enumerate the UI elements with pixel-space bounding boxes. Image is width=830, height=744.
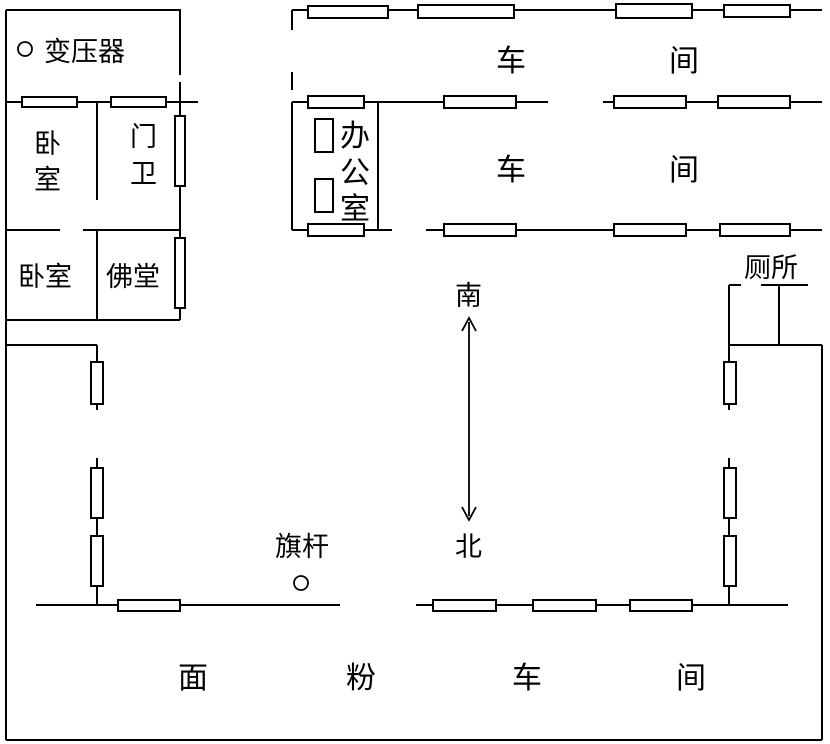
outer-wall bbox=[6, 9, 181, 75]
flour-workshop-label: 间 bbox=[676, 661, 706, 696]
window bbox=[90, 467, 104, 519]
bedroom-2-label: 卧室 bbox=[18, 262, 72, 293]
window bbox=[417, 4, 515, 19]
walls bbox=[5, 9, 823, 741]
flour-workshop-label: 面 bbox=[178, 661, 208, 696]
compass-arrow-icon bbox=[461, 316, 477, 522]
window bbox=[314, 118, 334, 153]
flour-workshop-label: 车 bbox=[512, 661, 542, 696]
toilet-label: 厕所 bbox=[744, 253, 798, 284]
workshop-2-label: 间 bbox=[669, 153, 699, 188]
window bbox=[723, 535, 737, 587]
window bbox=[723, 361, 737, 405]
windows bbox=[21, 3, 791, 612]
window bbox=[117, 599, 181, 612]
flour-workshop-label: 粉 bbox=[346, 661, 376, 696]
window bbox=[90, 535, 104, 587]
office-label: 室 bbox=[340, 192, 370, 227]
window bbox=[443, 95, 517, 109]
window bbox=[717, 95, 791, 109]
guard-label: 门 bbox=[130, 122, 157, 153]
window bbox=[314, 178, 334, 213]
window bbox=[110, 96, 167, 108]
window bbox=[21, 96, 78, 108]
window bbox=[723, 467, 737, 519]
north-label: 北 bbox=[455, 532, 482, 563]
window bbox=[174, 115, 186, 187]
transformer-marker-icon bbox=[17, 41, 33, 57]
window bbox=[629, 599, 693, 612]
window bbox=[307, 223, 365, 237]
south-label: 南 bbox=[455, 281, 482, 312]
buddha-hall-label: 佛堂 bbox=[106, 262, 160, 293]
window bbox=[723, 4, 791, 18]
window bbox=[615, 3, 693, 19]
office-label: 办 bbox=[340, 119, 370, 154]
window bbox=[174, 237, 186, 309]
flagpole-label: 旗杆 bbox=[275, 532, 329, 563]
window bbox=[613, 95, 687, 109]
window bbox=[613, 223, 687, 237]
guard-label: 卫 bbox=[130, 159, 157, 190]
window bbox=[443, 223, 517, 237]
workshop-1-label: 车 bbox=[496, 44, 526, 79]
office-label: 公 bbox=[340, 156, 370, 191]
bedroom-1-label: 室 bbox=[34, 165, 61, 196]
flagpole-marker-icon bbox=[293, 575, 309, 591]
window bbox=[532, 599, 597, 612]
transformer-label: 变压器 bbox=[44, 37, 125, 68]
window bbox=[90, 361, 104, 405]
window bbox=[719, 223, 791, 237]
labels: 变压器 车 间 车 间 办 公 室 卧 室 门 卫 卧室 佛堂 厕所 南 北 旗… bbox=[18, 37, 798, 696]
window bbox=[307, 5, 389, 19]
workshop-1-label: 间 bbox=[669, 44, 699, 79]
window bbox=[432, 599, 497, 612]
window bbox=[307, 95, 365, 109]
workshop-2-label: 车 bbox=[496, 153, 526, 188]
bedroom-1-label: 卧 bbox=[34, 129, 61, 160]
